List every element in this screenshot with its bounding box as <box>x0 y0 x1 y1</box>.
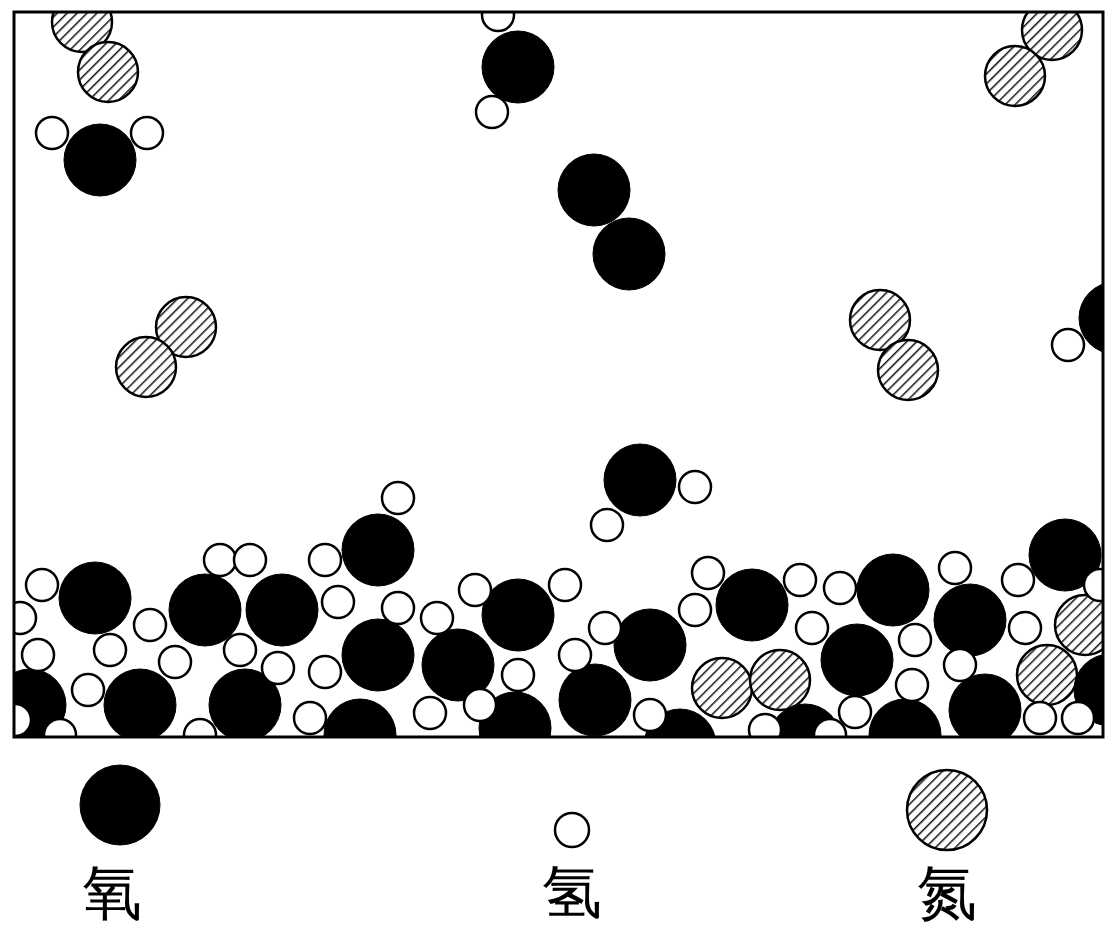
oxygen-atom <box>604 444 676 516</box>
oxygen-atom <box>342 619 414 691</box>
legend-label: 氧 <box>82 862 142 922</box>
hydrogen-atom <box>1062 702 1094 734</box>
hydrogen-atom <box>549 569 581 601</box>
nitrogen-atom <box>1017 645 1077 705</box>
hydrogen-atom <box>692 557 724 589</box>
hydrogen-atom <box>1009 612 1041 644</box>
hydrogen-atom <box>44 719 76 737</box>
hydrogen-atom <box>749 714 781 737</box>
oxygen-atom <box>821 624 893 696</box>
hydrogen-atom <box>309 656 341 688</box>
nitrogen-atom <box>750 650 810 710</box>
hydrogen-atom <box>134 609 166 641</box>
hydrogen-atom <box>939 552 971 584</box>
legend-label: 氮 <box>917 862 977 922</box>
oxygen-atom <box>64 124 136 196</box>
hydrogen-atom <box>159 646 191 678</box>
hydrogen-atom <box>796 612 828 644</box>
nitrogen-atom <box>78 42 138 102</box>
oxygen-atom <box>593 218 665 290</box>
hydrogen-atom <box>824 572 856 604</box>
hydrogen-atom <box>421 602 453 634</box>
hydrogen-atom <box>131 117 163 149</box>
hydrogen-atom <box>1024 702 1056 734</box>
hydrogen-atom <box>839 696 871 728</box>
hydrogen-atom <box>382 482 414 514</box>
nitrogen-atom <box>985 46 1045 106</box>
hydrogen-atom <box>1052 329 1084 361</box>
oxygen-atom <box>934 584 1006 656</box>
hydrogen-atom <box>476 96 508 128</box>
oxygen-atom <box>857 554 929 626</box>
oxygen-atom <box>869 699 941 737</box>
oxygen-atom <box>342 514 414 586</box>
hydrogen-atom <box>322 586 354 618</box>
hydrogen-atom <box>184 719 216 737</box>
hydrogen-atom <box>591 509 623 541</box>
hydrogen-atom <box>944 649 976 681</box>
hydrogen-atom <box>382 592 414 624</box>
hydrogen-atom <box>896 669 928 701</box>
hydrogen-atom <box>294 702 326 734</box>
legend-samples <box>80 765 987 850</box>
hydrogen-atom <box>459 574 491 606</box>
nitrogen-atom <box>116 337 176 397</box>
hydrogen-atom <box>679 594 711 626</box>
hydrogen-atom <box>482 12 514 31</box>
hydrogen-atom <box>234 544 266 576</box>
nitrogen-atom <box>692 658 752 718</box>
legend-label: 氢 <box>542 862 602 922</box>
oxygen-atom <box>614 609 686 681</box>
oxygen-atom <box>482 31 554 103</box>
hydrogen-atom <box>414 697 446 729</box>
container-frame <box>14 12 1103 737</box>
oxygen-atom <box>104 669 176 737</box>
hydrogen-atom <box>14 704 31 736</box>
hydrogen-atom <box>1084 569 1103 601</box>
hydrogen-atom <box>814 719 846 737</box>
hydrogen-atom <box>784 564 816 596</box>
hydrogen-atom <box>559 639 591 671</box>
oxygen-atom <box>716 569 788 641</box>
oxygen-atom <box>558 154 630 226</box>
hydrogen-atom <box>589 612 621 644</box>
molecules <box>14 12 1103 737</box>
hydrogen-atom <box>26 569 58 601</box>
oxygen-atom <box>482 579 554 651</box>
oxygen-atom <box>246 574 318 646</box>
oxygen-atom <box>169 574 241 646</box>
hydrogen-atom <box>634 699 666 731</box>
hydrogen-atom <box>72 674 104 706</box>
hydrogen-atom <box>14 602 36 634</box>
oxygen-atom <box>949 674 1021 737</box>
nitrogen-atom <box>1055 595 1103 655</box>
hydrogen-atom <box>679 471 711 503</box>
nitrogen-atom <box>878 340 938 400</box>
hydrogen-atom <box>94 634 126 666</box>
hydrogen-atom <box>309 544 341 576</box>
legend-swatch <box>80 765 160 845</box>
hydrogen-atom <box>1002 564 1034 596</box>
hydrogen-atom <box>262 652 294 684</box>
hydrogen-atom <box>899 624 931 656</box>
hydrogen-atom <box>204 544 236 576</box>
hydrogen-atom <box>22 639 54 671</box>
hydrogen-atom <box>464 689 496 721</box>
hydrogen-atom <box>224 634 256 666</box>
oxygen-atom <box>324 699 396 737</box>
hydrogen-atom <box>502 659 534 691</box>
oxygen-atom <box>59 562 131 634</box>
oxygen-atom <box>559 664 631 736</box>
legend-swatch <box>555 813 589 847</box>
hydrogen-atom <box>36 117 68 149</box>
legend-swatch <box>907 770 987 850</box>
